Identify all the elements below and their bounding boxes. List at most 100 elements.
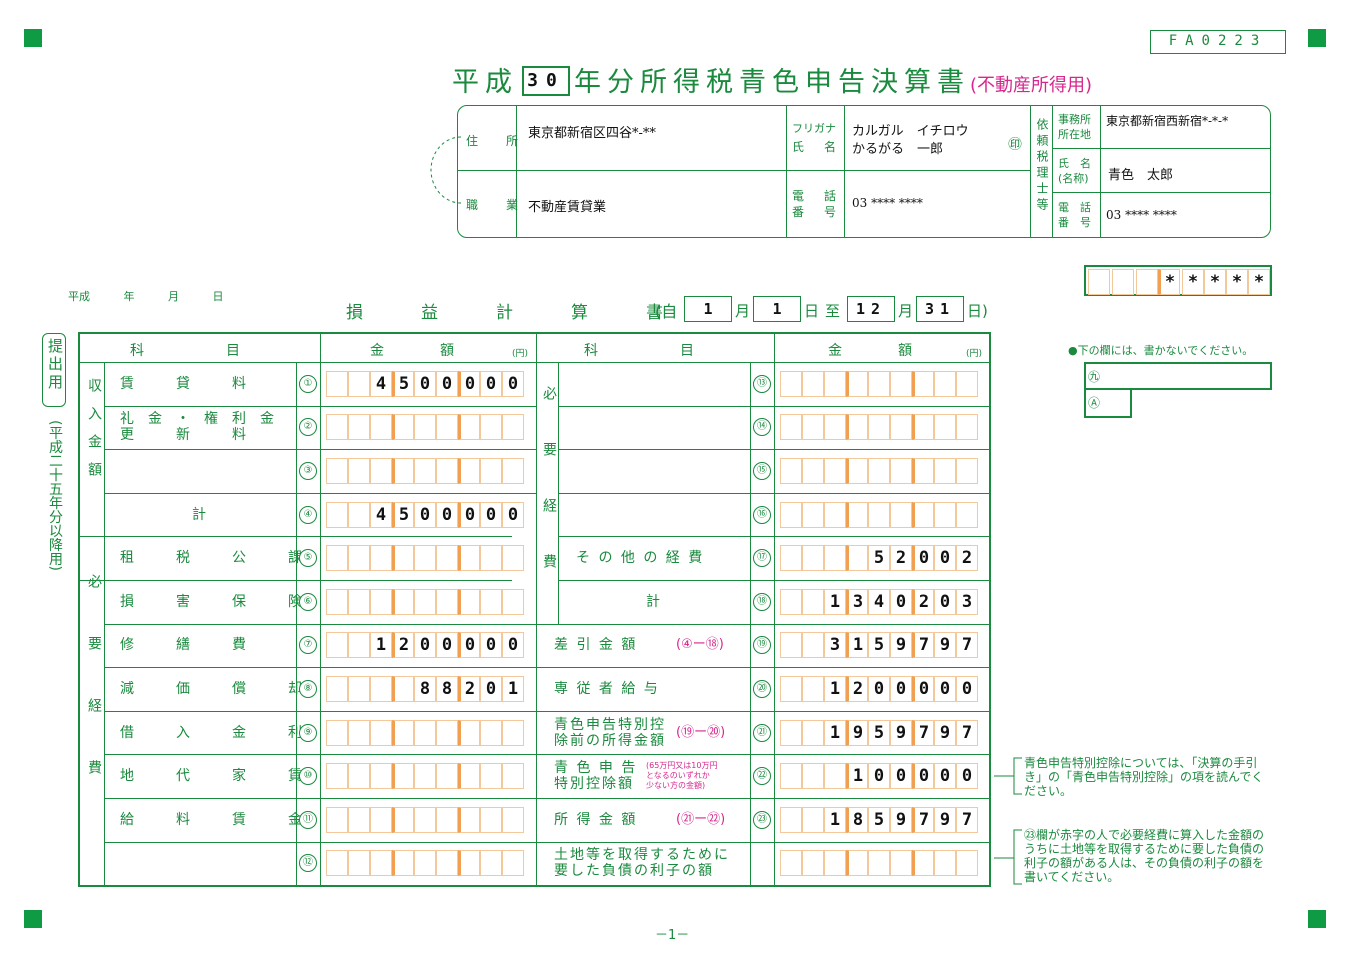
- right-row-amount-digit: [802, 501, 824, 528]
- left-row-amount-digit: [348, 676, 370, 702]
- to-day[interactable]: 31: [916, 296, 964, 322]
- right-row-amount-digit: 7: [912, 719, 934, 746]
- right-row-amount-digit: 7: [912, 806, 934, 833]
- left-row-amount-digit: [414, 588, 436, 615]
- left-row-amount-digit: 0: [480, 370, 502, 397]
- address-value[interactable]: 東京都新宿区四谷*-**: [528, 126, 656, 141]
- right-row-amount-digit: [802, 850, 824, 877]
- no-write-note: ●下の欄には、書かないでください。: [1068, 344, 1254, 357]
- left-row-amount-digit: 0: [436, 501, 458, 528]
- right-row-amount-digit: [890, 458, 912, 484]
- right-row-amount-digit: [780, 414, 802, 441]
- right-row-amount-digit: [934, 414, 956, 441]
- occupation-value[interactable]: 不動産賃貸業: [528, 200, 607, 215]
- title-year[interactable]: 30: [522, 65, 570, 96]
- right-row-amount-digit: 9: [934, 806, 956, 833]
- left-row-number: ⑫: [299, 854, 317, 873]
- left-row-label: 礼金・権利金 更 新 料: [120, 411, 288, 444]
- right-row-amount-digit: 1: [824, 806, 846, 833]
- right-row-amount-digit: 1: [824, 676, 846, 702]
- left-row-amount-digit: [348, 588, 370, 615]
- right-row-amount-digit: [824, 501, 846, 528]
- right-row-amount-digit: [912, 370, 934, 397]
- right-row-amount-digit: [802, 588, 824, 615]
- left-row-amount-digit: [458, 414, 480, 441]
- right-row-amount-digit: 0: [868, 676, 890, 702]
- left-row-amount-digit: [502, 414, 524, 441]
- left-row-amount-digit: [348, 632, 370, 659]
- right-row-amount-digit: [824, 458, 846, 484]
- right-row-amount-digit: 1: [846, 632, 868, 659]
- right-row-amount-digit: 0: [868, 763, 890, 790]
- left-row-amount-digit: 0: [414, 501, 436, 528]
- left-row-amount-digit: [348, 545, 370, 572]
- right-row-amount-digit: 2: [846, 676, 868, 702]
- right-row-amount-digit: [868, 414, 890, 441]
- right-row-amount-digit: [780, 806, 802, 833]
- right-row-amount-digit: [890, 414, 912, 441]
- title-main: 年分所得税青色申告決算書: [574, 67, 970, 98]
- right-row-amount-digit: [780, 545, 802, 572]
- star-4: *: [1226, 269, 1248, 295]
- left-row-amount-digit: [392, 850, 414, 877]
- left-row-amount-digit: [458, 763, 480, 790]
- left-row-amount-digit: [326, 501, 348, 528]
- agent-name-value[interactable]: 青色 太郎: [1108, 168, 1174, 183]
- right-row-amount-digit: 3: [956, 588, 978, 615]
- agent-phone-value[interactable]: 03 **** ****: [1106, 208, 1177, 222]
- left-row-amount-digit: [392, 588, 414, 615]
- right-row-amount-digit: 9: [890, 632, 912, 659]
- from-month[interactable]: 1: [684, 296, 732, 322]
- right-row-amount-digit: [868, 458, 890, 484]
- left-row-amount-digit: [326, 458, 348, 484]
- right-row-amount-digit: [802, 545, 824, 572]
- phone-value[interactable]: 03 **** ****: [852, 196, 923, 210]
- right-row-number: ⑬: [753, 374, 771, 393]
- right-row-number: ⑯: [753, 505, 771, 524]
- right-row-amount-digit: [780, 763, 802, 790]
- left-row-amount-digit: [480, 806, 502, 833]
- left-row-amount-digit: 0: [436, 370, 458, 397]
- left-row-amount-digit: [414, 545, 436, 572]
- right-row-amount-digit: [802, 414, 824, 441]
- left-row-amount-digit: [348, 763, 370, 790]
- left-row-amount-digit: [370, 414, 392, 441]
- office-value[interactable]: 東京都新宿西新宿*-*-*: [1106, 114, 1229, 128]
- left-row-amount-digit: [436, 458, 458, 484]
- right-row-label: 青色申告特別控 除前の所得金額: [554, 716, 666, 749]
- right-row-amount-digit: [780, 588, 802, 615]
- to-month[interactable]: 12: [847, 296, 895, 322]
- left-row-amount-digit: [370, 458, 392, 484]
- left-row-amount-digit: 4: [370, 370, 392, 397]
- left-row-amount-digit: [436, 719, 458, 746]
- right-row-amount-digit: [824, 370, 846, 397]
- left-row-amount-digit: 4: [370, 501, 392, 528]
- right-row-label: 専 従 者 給 与: [554, 681, 660, 697]
- reference-number-field[interactable]: * * * * *: [1084, 265, 1272, 296]
- right-row-amount-digit: 7: [956, 719, 978, 746]
- registration-mark-top-left: [24, 29, 42, 47]
- right-row-amount-digit: 3: [846, 588, 868, 615]
- furigana-value[interactable]: カルガル イチロウ: [852, 124, 969, 139]
- name-value[interactable]: かるがる 一郎: [852, 142, 944, 157]
- star-5: *: [1248, 269, 1270, 295]
- right-row-amount-digit: [780, 676, 802, 702]
- right-row-number: ⑱: [753, 592, 771, 611]
- right-item-header: 科 目: [584, 343, 696, 359]
- left-row-amount-digit: [414, 719, 436, 746]
- left-row-amount-digit: 8: [414, 676, 436, 702]
- right-row-amount-digit: 5: [868, 545, 890, 572]
- right-row-amount-digit: 2: [890, 545, 912, 572]
- right-row-amount-digit: [868, 850, 890, 877]
- right-yen: (円): [966, 349, 983, 359]
- from-day[interactable]: 1: [753, 296, 801, 322]
- pnl-period: (自: [655, 302, 678, 321]
- left-row-amount-digit: 5: [392, 370, 414, 397]
- right-row-formula: (⑲ー⑳): [676, 724, 726, 740]
- left-row-amount-digit: [326, 676, 348, 702]
- left-row-amount-digit: [436, 763, 458, 790]
- left-row-amount-digit: [502, 719, 524, 746]
- left-row-amount-digit: [414, 850, 436, 877]
- taxpayer-info-box: 住 所 東京都新宿区四谷*-** 職 業 不動産賃貸業 フリガナ 氏 名 カルガ…: [457, 105, 1271, 238]
